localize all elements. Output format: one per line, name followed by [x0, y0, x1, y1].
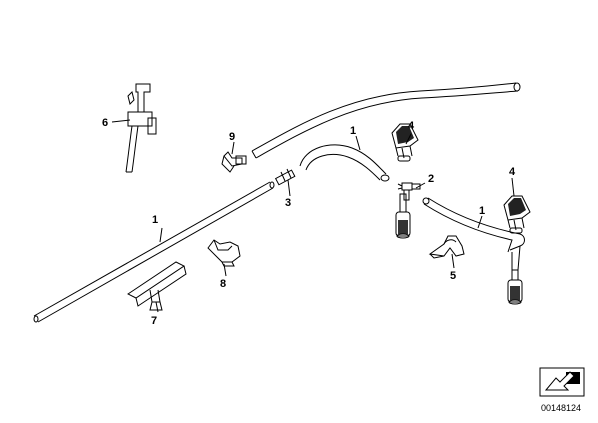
reference-code: 00148124: [541, 403, 581, 413]
clamp: [127, 261, 187, 311]
cable-tie: [125, 83, 157, 173]
callout-clip-left: 8: [220, 278, 226, 290]
elbow: [221, 151, 247, 173]
fitting-lower-left: [395, 193, 411, 239]
nozzle-upper: [391, 123, 419, 162]
hose-left: [33, 181, 275, 323]
callout-nozzle-upper: 4: [408, 120, 415, 132]
fitting-lower-right: [507, 269, 523, 305]
callout-t-connector: 2: [428, 173, 434, 185]
callout-elbow: 9: [229, 131, 235, 143]
clip-left: [207, 239, 241, 267]
callout-connector: 3: [285, 197, 291, 209]
hose-right: [422, 197, 525, 271]
t-connector: [397, 182, 421, 201]
callout-hose-left: 1: [152, 214, 158, 226]
direction-arrow-icon: [544, 371, 580, 391]
hose-upper: [251, 82, 521, 159]
callout-hose-upper: 1: [350, 125, 356, 137]
connector-part: [274, 168, 296, 186]
leader-lines: [111, 119, 515, 313]
reference-box: [539, 367, 585, 397]
callout-clamp: 7: [151, 315, 157, 327]
callout-hose-right: 1: [479, 205, 485, 217]
hose-middle: [299, 144, 390, 182]
clip-center: [428, 235, 465, 259]
callout-nozzle-right: 4: [509, 166, 516, 178]
callout-clip-center: 5: [450, 270, 456, 282]
nozzle-right: [503, 195, 531, 234]
callout-cable-tie: 6: [102, 117, 108, 129]
